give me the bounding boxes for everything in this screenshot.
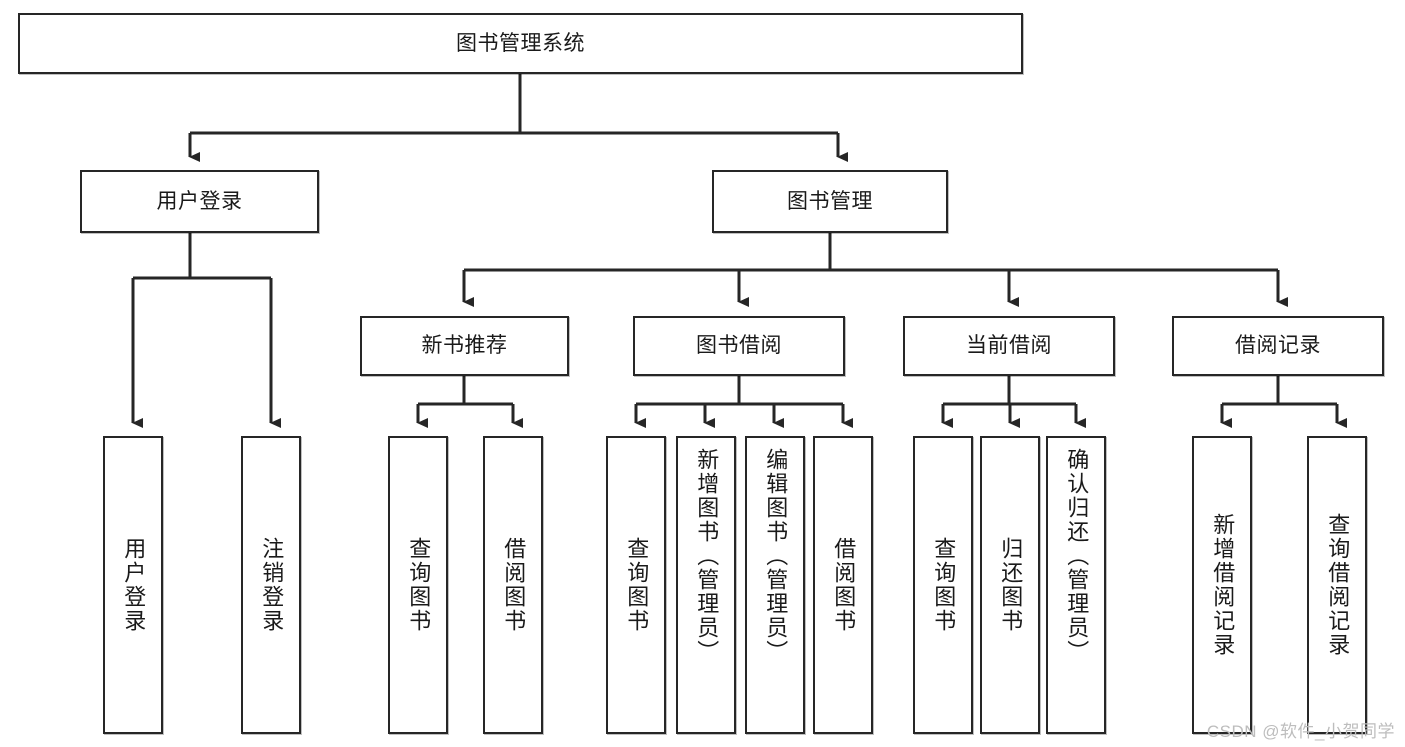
node-leaf-user-login[interactable]: 用户登录 bbox=[103, 436, 163, 734]
node-leaf-query-book-borrow[interactable]: 查询图书 bbox=[606, 436, 666, 734]
node-book-manage[interactable]: 图书管理 bbox=[712, 170, 948, 233]
node-root-label: 图书管理系统 bbox=[456, 31, 585, 55]
node-leaf-add-book[interactable]: 新增图书（管理员） bbox=[676, 436, 736, 734]
node-book-manage-label: 图书管理 bbox=[787, 189, 873, 213]
node-user-login-label: 用户登录 bbox=[156, 189, 243, 213]
node-leaf-query-book-recommend-label: 查询图书 bbox=[406, 537, 432, 633]
node-leaf-add-book-label: 新增图书（管理员） bbox=[694, 448, 720, 664]
node-leaf-borrow-book-recommend-label: 借阅图书 bbox=[501, 537, 527, 633]
node-leaf-confirm-return[interactable]: 确认归还（管理员） bbox=[1046, 436, 1106, 734]
node-borrow-record[interactable]: 借阅记录 bbox=[1172, 316, 1384, 376]
node-root[interactable]: 图书管理系统 bbox=[18, 13, 1023, 74]
node-leaf-return-book[interactable]: 归还图书 bbox=[980, 436, 1040, 734]
node-leaf-query-borrow-record-label: 查询借阅记录 bbox=[1325, 513, 1351, 657]
node-leaf-logout-label: 注销登录 bbox=[259, 537, 285, 633]
node-leaf-query-book-recommend[interactable]: 查询图书 bbox=[388, 436, 448, 734]
node-new-book-recommend[interactable]: 新书推荐 bbox=[360, 316, 569, 376]
node-book-borrow[interactable]: 图书借阅 bbox=[633, 316, 845, 376]
node-current-borrow[interactable]: 当前借阅 bbox=[903, 316, 1115, 376]
node-leaf-edit-book[interactable]: 编辑图书（管理员） bbox=[745, 436, 805, 734]
node-book-borrow-label: 图书借阅 bbox=[696, 334, 782, 358]
node-new-book-recommend-label: 新书推荐 bbox=[421, 334, 508, 358]
node-leaf-add-borrow-record-label: 新增借阅记录 bbox=[1210, 513, 1236, 657]
node-leaf-query-book-current[interactable]: 查询图书 bbox=[913, 436, 973, 734]
node-leaf-edit-book-label: 编辑图书（管理员） bbox=[763, 448, 789, 664]
node-leaf-user-login-label: 用户登录 bbox=[121, 537, 147, 633]
node-leaf-add-borrow-record[interactable]: 新增借阅记录 bbox=[1192, 436, 1252, 734]
node-leaf-query-borrow-record[interactable]: 查询借阅记录 bbox=[1307, 436, 1367, 734]
node-leaf-query-book-current-label: 查询图书 bbox=[931, 537, 957, 633]
node-leaf-return-book-label: 归还图书 bbox=[998, 537, 1024, 633]
watermark-text: CSDN @软件_小贺同学 bbox=[1206, 722, 1395, 741]
node-current-borrow-label: 当前借阅 bbox=[966, 334, 1052, 358]
node-user-login[interactable]: 用户登录 bbox=[80, 170, 319, 233]
node-leaf-query-book-borrow-label: 查询图书 bbox=[624, 537, 650, 633]
node-borrow-record-label: 借阅记录 bbox=[1235, 334, 1321, 358]
node-leaf-borrow-book-recommend[interactable]: 借阅图书 bbox=[483, 436, 543, 734]
node-leaf-borrow-book[interactable]: 借阅图书 bbox=[813, 436, 873, 734]
node-leaf-confirm-return-label: 确认归还（管理员） bbox=[1064, 448, 1090, 664]
node-leaf-logout[interactable]: 注销登录 bbox=[241, 436, 301, 734]
node-leaf-borrow-book-label: 借阅图书 bbox=[831, 537, 857, 633]
